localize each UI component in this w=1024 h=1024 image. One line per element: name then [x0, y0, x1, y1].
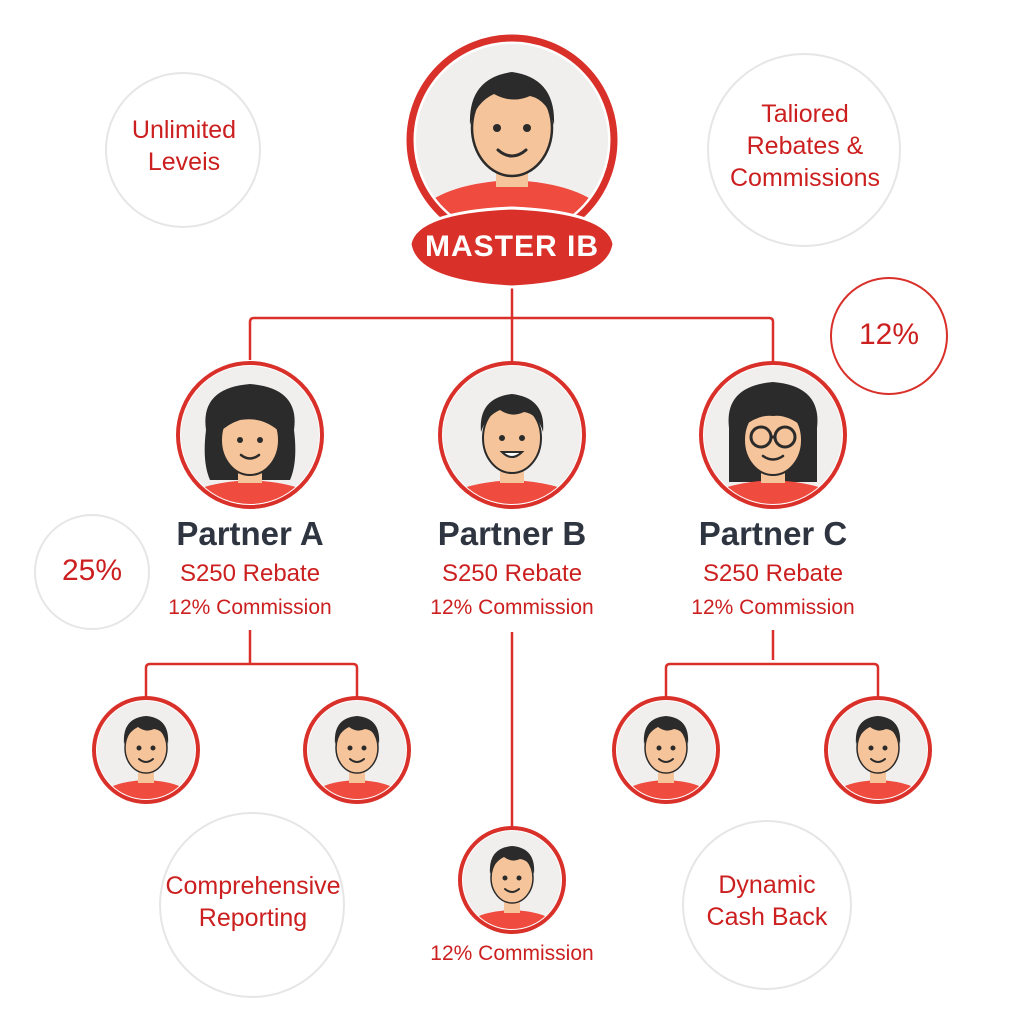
partner-c-avatar — [699, 361, 847, 509]
connector-lines — [144, 258, 880, 830]
partner-b-rebate: S250 Rebate — [441, 560, 583, 587]
percent-badge-25 — [34, 514, 150, 630]
feature-comprehensive-reporting: Comprehensive Reporting — [165, 872, 341, 932]
master-ib-label: MASTER IB — [425, 230, 599, 263]
partner-a-commission: 12% Commission — [168, 596, 332, 619]
feature-bubble-unlimited-levels — [105, 72, 261, 228]
partner-b-avatar — [438, 361, 586, 509]
sub-partner-b-commission: 12% Commission — [430, 942, 594, 965]
partner-b-commission: 12% Commission — [430, 596, 594, 619]
percent-badge-12-label: 12% — [858, 318, 920, 351]
partner-b-name: Partner B — [437, 515, 587, 552]
percent-badge-12 — [830, 277, 948, 395]
master-ib-badge — [408, 206, 616, 289]
partner-c-rebate: S250 Rebate — [702, 560, 844, 587]
feature-bubble-dynamic-cash-back — [682, 820, 852, 990]
feature-dynamic-cash-back: Dynamic Cash Back — [706, 871, 828, 931]
partner-c-commission: 12% Commission — [691, 596, 855, 619]
child-avatar-a2 — [303, 696, 411, 804]
percent-badge-25-label: 25% — [61, 554, 123, 587]
partner-a-avatar — [176, 361, 324, 509]
partner-c-name: Partner C — [698, 515, 848, 552]
partner-a-name: Partner A — [176, 515, 324, 552]
partner-a-rebate: S250 Rebate — [179, 560, 321, 587]
feature-bubble-tailored-rebates — [707, 53, 901, 247]
partner-c-connector — [664, 630, 880, 700]
partner-a-connector — [144, 630, 359, 700]
child-avatar-c2 — [824, 696, 932, 804]
child-avatar-a1 — [92, 696, 200, 804]
child-avatar-b1 — [458, 826, 566, 934]
master-avatar — [406, 34, 618, 246]
child-avatar-c1 — [612, 696, 720, 804]
feature-unlimited-levels: Unlimited Leveis — [131, 116, 237, 176]
feature-bubble-comprehensive-reporting — [159, 812, 345, 998]
feature-tailored-rebates: Taliored Rebates & Commissions — [729, 100, 881, 192]
